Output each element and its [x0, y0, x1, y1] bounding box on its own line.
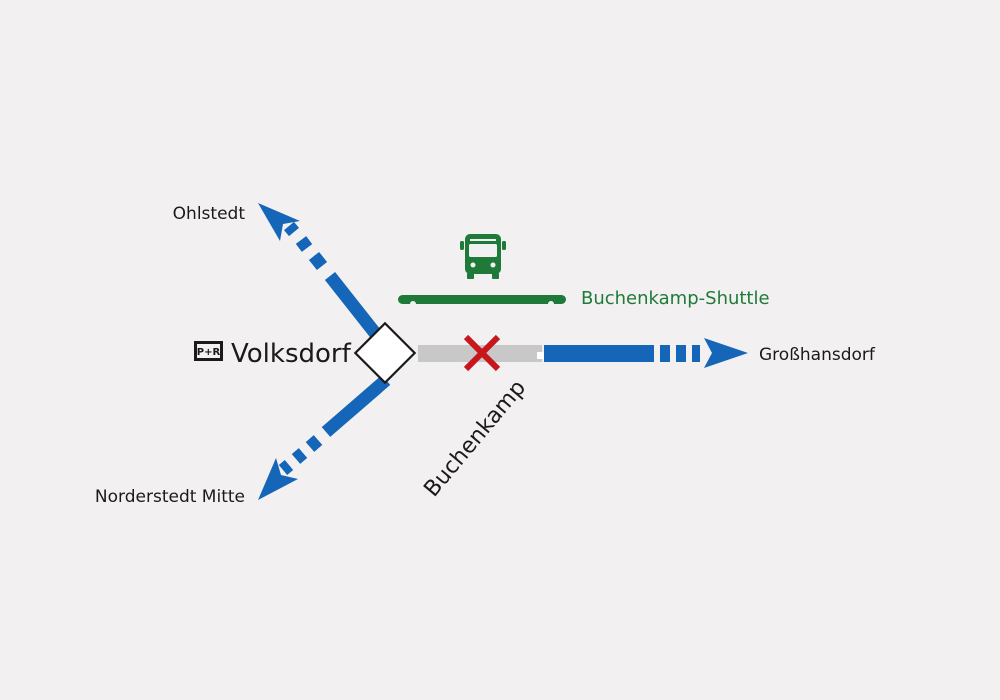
line-to-grosshansdorf [544, 338, 748, 368]
arrow-head-south [258, 458, 298, 500]
buchenkamp-stop-tick [537, 352, 544, 359]
arrow-head-east [704, 338, 748, 368]
shuttle-route [398, 295, 566, 307]
shuttle-label: Buchenkamp-Shuttle [581, 288, 770, 309]
bus-icon [460, 234, 506, 279]
station-name: Volksdorf [231, 339, 352, 369]
closed-stop-name: Buchenkamp [419, 376, 531, 502]
destination-ohlstedt: Ohlstedt [173, 204, 246, 224]
interchange-diamond-icon [353, 321, 417, 385]
park-and-ride-label: P+R [197, 347, 221, 358]
destination-grosshansdorf: Großhansdorf [759, 345, 876, 365]
park-and-ride-icon: P+R [194, 341, 223, 361]
destination-norderstedt: Norderstedt Mitte [95, 487, 245, 507]
line-to-ohlstedt [258, 203, 392, 352]
closure-x-icon [463, 334, 501, 372]
arrow-head-north [258, 203, 300, 241]
line-to-norderstedt [258, 375, 391, 500]
